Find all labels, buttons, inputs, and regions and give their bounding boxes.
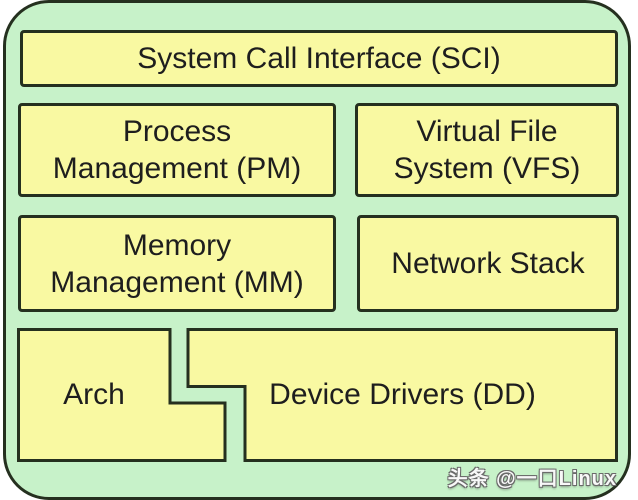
block-label-line: System (VFS)	[393, 152, 581, 185]
block-device-drivers-label-area: Device Drivers (DD)	[188, 329, 617, 461]
block-label: Device Drivers (DD)	[269, 378, 536, 411]
block-arch-label-area: Arch	[18, 329, 170, 461]
block-system-call-interface: System Call Interface (SCI)	[20, 30, 618, 87]
block-label: Arch	[63, 378, 125, 411]
block-process-management: Process Management (PM)	[18, 103, 336, 197]
block-virtual-file-system: Virtual File System (VFS)	[355, 103, 619, 197]
block-network-stack: Network Stack	[357, 215, 619, 312]
block-label-line: Memory	[122, 228, 232, 262]
block-label-line: Virtual File	[416, 115, 558, 148]
block-arch-shape	[17, 328, 227, 462]
block-label-line: Process	[122, 115, 232, 148]
block-label: System Call Interface (SCI)	[137, 42, 501, 75]
block-label-line: Management (PM)	[52, 152, 302, 185]
watermark-text: 头条 @一口Linux	[447, 468, 617, 490]
watermark: 头条 @一口Linux	[448, 462, 617, 491]
block-label-line: Management (MM)	[50, 265, 304, 299]
block-memory-management: Memory Management (MM)	[18, 215, 336, 312]
block-label: Network Stack	[391, 247, 585, 280]
block-device-drivers-shape	[186, 328, 618, 462]
